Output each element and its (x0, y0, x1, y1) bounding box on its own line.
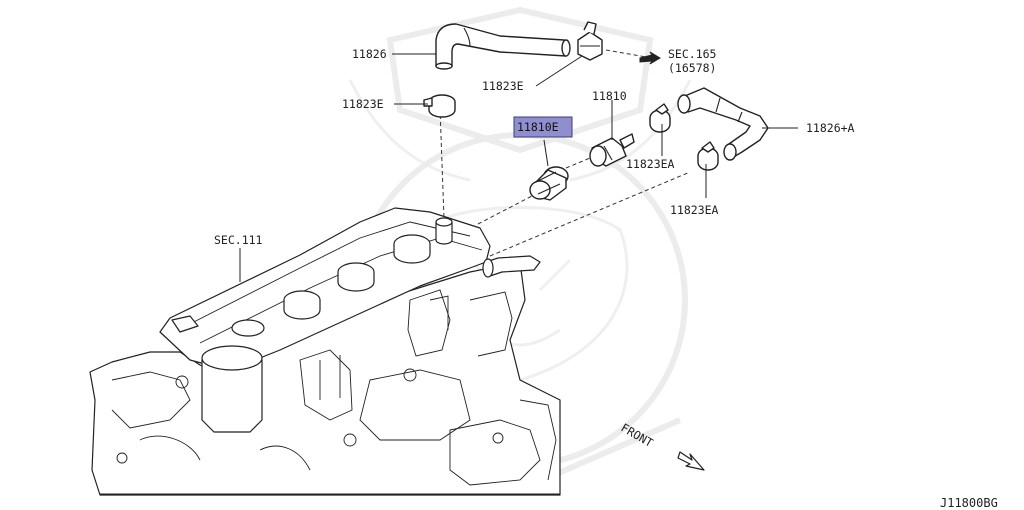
callout-grommet[interactable]: 11810E (517, 120, 559, 134)
engine-cylinder-head (89, 207, 561, 496)
pcv-valve-part[interactable] (589, 133, 635, 167)
clamp-upper-left-part[interactable] (423, 94, 456, 118)
section-ref-line1: SEC.165 (668, 47, 716, 61)
callout-hose-right: 11826+A (806, 121, 855, 135)
clamp-ea-upper-part[interactable] (649, 103, 671, 133)
hose-upper-part[interactable] (435, 23, 571, 70)
front-arrow-icon (677, 451, 705, 471)
callout-hose-upper: 11826 (352, 47, 387, 61)
callout-clamp-ea-lower: 11823EA (670, 203, 719, 217)
hose-right-part[interactable] (677, 87, 769, 161)
sec165-arrow (639, 51, 661, 65)
callout-sec-engine: SEC.111 (214, 233, 263, 247)
assembly-dashed-lines (439, 49, 691, 257)
callout-clamp-upper-left: 11823E (342, 97, 384, 111)
section-ref-line2: (16578) (668, 61, 716, 75)
leader-lines (239, 53, 798, 282)
clamp-ea-lower-part[interactable] (697, 141, 719, 171)
catalog-code: J11800BG (940, 496, 998, 510)
callout-grommet-highlight[interactable]: 11810E (513, 116, 573, 138)
callout-clamp-ea-upper: 11823EA (626, 157, 675, 171)
callout-pcv-valve: 11810 (592, 89, 627, 103)
clamp-upper-right-part[interactable] (577, 21, 603, 61)
callout-clamp-upper-right: 11823E (482, 79, 524, 93)
grommet-part[interactable] (529, 166, 569, 201)
